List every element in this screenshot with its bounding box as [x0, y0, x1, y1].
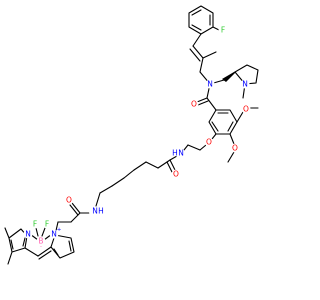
fluorine-aryl-atom: F — [221, 26, 225, 35]
bodipy-right-nitrogen: N — [51, 230, 57, 239]
amide-nh-upper-hydrogen: H — [172, 149, 178, 158]
background — [0, 0, 300, 300]
atom-labels: F N N O O O O N H O N H O N — [23, 25, 251, 250]
molecule-structure: F N N O O O O N H O N H O N — [0, 0, 300, 300]
amide-nitrogen-atom: N — [207, 80, 213, 89]
amide-nh-lower-hydrogen: H — [98, 207, 104, 216]
methoxy-upper-oxygen: O — [243, 105, 249, 114]
pyrrolidine-nitrogen-atom: N — [242, 80, 248, 89]
amide-nh-upper-nitrogen: N — [178, 149, 184, 158]
bodipy-fluorine-left: F — [33, 220, 37, 229]
linker-carbonyl-oxygen: O — [173, 170, 179, 179]
boron-atom: B — [38, 237, 43, 246]
bodipy-fluorine-right: F — [45, 220, 49, 229]
aryl-ether-oxygen: O — [206, 138, 212, 147]
negative-charge: - — [40, 244, 42, 250]
positive-charge: + — [57, 227, 62, 233]
propanoyl-carbonyl-oxygen: O — [66, 196, 72, 205]
amide-nh-lower-nitrogen: N — [92, 207, 98, 216]
stereo-wedge-bond — [222, 72, 236, 82]
bodipy-left-nitrogen: N — [25, 230, 31, 239]
benzamide-carbonyl-oxygen: O — [191, 100, 197, 109]
methoxy-lower-oxygen: O — [232, 144, 238, 153]
